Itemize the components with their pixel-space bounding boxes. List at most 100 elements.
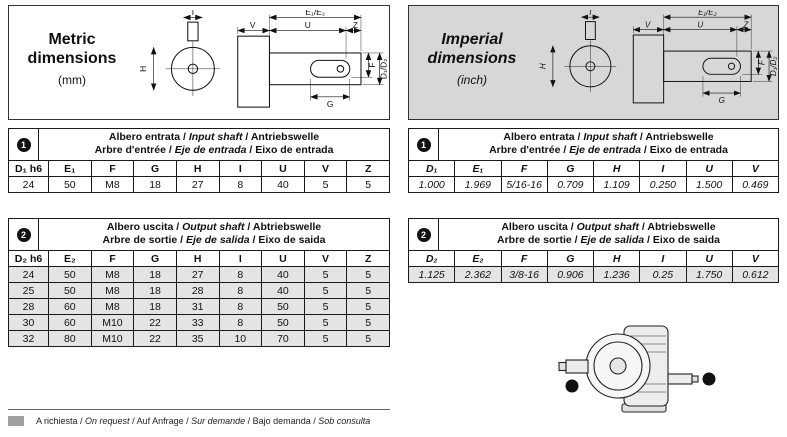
table-cell: 8 <box>218 314 263 331</box>
table-cell: 22 <box>133 314 177 331</box>
callout-badge-2 <box>565 379 579 393</box>
column-header: E₁ <box>454 160 502 177</box>
dimension-diagram: I H <box>138 10 388 109</box>
badge-number: 1 <box>16 137 31 152</box>
table-cell: 24 <box>8 176 49 193</box>
dimension-diagram: I H <box>539 10 778 105</box>
column-header: V <box>731 160 780 177</box>
panel-unit: (mm) <box>58 73 86 87</box>
dim-label-g: G <box>719 96 725 105</box>
footnote-color-swatch <box>8 416 24 426</box>
metric-panel: Metric dimensions (mm) <box>8 5 390 120</box>
dim-label-i: I <box>589 10 592 17</box>
table-cell: 8 <box>218 298 263 315</box>
column-header: F <box>500 160 548 177</box>
column-header: D₂ <box>407 250 456 267</box>
table-cell: 31 <box>175 298 220 315</box>
dim-label-h: H <box>539 63 548 69</box>
badge-number: 1 <box>416 137 431 152</box>
column-header: D₁ <box>407 160 456 177</box>
dim-label-z: Z <box>353 20 358 30</box>
column-header: D₂ h6 <box>8 250 49 267</box>
table-cell: 50 <box>48 282 92 299</box>
column-header: I <box>218 250 263 267</box>
table-cell: 18 <box>133 266 177 283</box>
table-cell: 3/8-16 <box>500 266 548 283</box>
table-cell: 10 <box>218 330 263 347</box>
table-cell: 27 <box>175 266 220 283</box>
table-cell: 28 <box>175 282 220 299</box>
output-shaft-table-imperial: 2 Albero uscita / Output shaft / Abtrieb… <box>407 218 780 283</box>
column-header: F <box>500 250 548 267</box>
dim-label-h: H <box>138 66 148 72</box>
table-cell: 80 <box>48 330 92 347</box>
panel-unit: (inch) <box>456 73 487 87</box>
column-header: F <box>90 160 135 177</box>
table-cell: 32 <box>8 330 49 347</box>
table-cell: 25 <box>8 282 49 299</box>
table-cell: 0.612 <box>731 266 780 283</box>
table-cell: 2.362 <box>454 266 502 283</box>
column-header: D₁ h6 <box>8 160 49 177</box>
table-title: Albero uscita / Output shaft / Abtriebsw… <box>102 221 326 246</box>
table-cell: 8 <box>218 266 263 283</box>
table-cell: 5 <box>346 330 390 347</box>
table-title-row: 2 Albero uscita / Output shaft / Abtrieb… <box>408 218 779 250</box>
dim-label-v: V <box>645 20 651 29</box>
table-cell: 40 <box>261 266 305 283</box>
column-header: G <box>546 250 595 267</box>
table-badge: 2 <box>9 219 39 250</box>
output-shaft-stub <box>565 359 589 374</box>
table-cell: 1.125 <box>407 266 456 283</box>
column-header: I <box>639 160 687 177</box>
dim-label-i: I <box>192 10 194 17</box>
badge-number: 2 <box>16 227 31 242</box>
dim-label-u: U <box>697 20 703 29</box>
table-cell: 8 <box>218 282 263 299</box>
table-cell: M8 <box>90 282 135 299</box>
panel-title-line1: Metric <box>48 31 96 48</box>
shaft-side-view <box>632 34 752 104</box>
table-cell: 50 <box>261 298 305 315</box>
output-shaft-table-metric: 2 Albero uscita / Output shaft / Abtrieb… <box>8 218 390 347</box>
dim-label-g: G <box>327 99 334 109</box>
table-cell: 18 <box>133 282 177 299</box>
dim-label-e: E₁/E₂ <box>698 10 717 17</box>
column-header: H <box>175 250 220 267</box>
table-cell: 18 <box>133 176 177 193</box>
panel-title-line2: dimensions <box>27 50 117 67</box>
table-title-row: 1 Albero entrata / Input shaft / Antrieb… <box>408 128 779 160</box>
table-cell: 35 <box>175 330 220 347</box>
column-header: G <box>546 160 595 177</box>
input-shaft-table-metric: 1 Albero entrata / Input shaft / Antrieb… <box>8 128 390 193</box>
table-cell: 5 <box>303 266 348 283</box>
table-cell: 50 <box>48 176 92 193</box>
table-cell: 60 <box>48 314 92 331</box>
column-header: U <box>685 160 733 177</box>
table-cell: 5 <box>303 314 348 331</box>
table-cell: 0.469 <box>731 176 780 193</box>
column-header: V <box>731 250 780 267</box>
table-badge: 1 <box>409 129 439 160</box>
column-header: G <box>133 160 177 177</box>
table-cell: 27 <box>175 176 220 193</box>
table-title-row: 1 Albero entrata / Input shaft / Antrieb… <box>8 128 390 160</box>
table-cell: 5 <box>303 298 348 315</box>
column-header: F <box>90 250 135 267</box>
column-header: H <box>592 250 641 267</box>
table-cell: 0.25 <box>639 266 687 283</box>
panel-title-line2: dimensions <box>427 50 517 67</box>
table-cell: 1.500 <box>685 176 733 193</box>
callout-badge-1 <box>702 372 716 386</box>
column-header: Z <box>346 160 390 177</box>
table-cell: 40 <box>261 282 305 299</box>
